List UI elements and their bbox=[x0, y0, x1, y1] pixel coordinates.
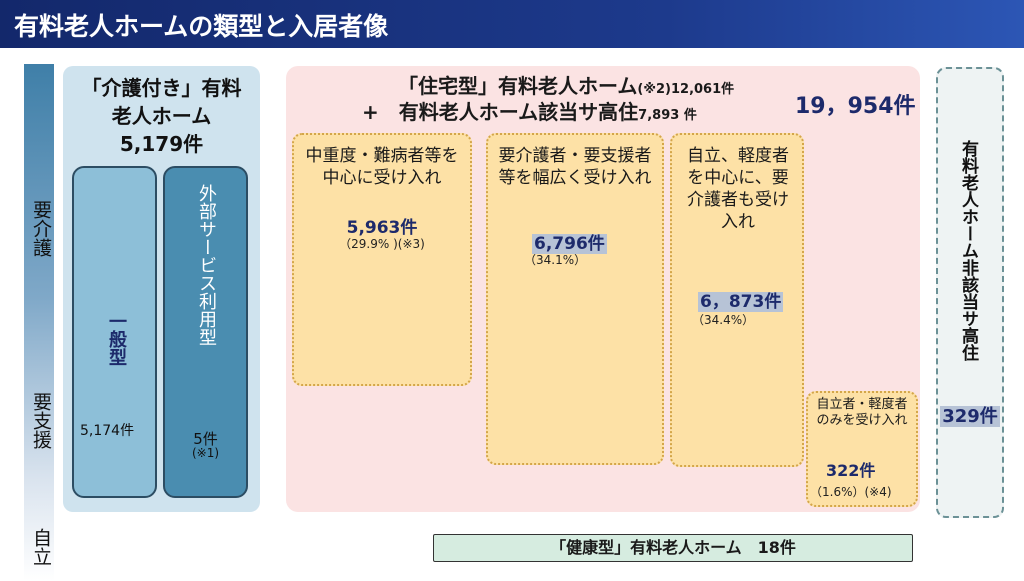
block-broad-care-count: 6,796件 bbox=[532, 229, 607, 254]
external-service-type-count: 5件 bbox=[193, 430, 218, 448]
sakoju-title-text: + 有料老人ホーム該当サ高住 bbox=[362, 100, 639, 124]
general-type-count: 5,174件 bbox=[80, 423, 135, 439]
block-mild-independent: 自立、軽度者を中心に、要介護者も受け入れ 6，873件 （34.4%） bbox=[670, 133, 804, 467]
general-type-label: 一般型 bbox=[106, 312, 127, 366]
care-level-axis bbox=[24, 64, 54, 581]
jutaku-title-text: 「住宅型」有料老人ホーム bbox=[398, 74, 638, 98]
block-mild-independent-count: 6，873件 bbox=[698, 287, 784, 312]
block-independent-only-pct: （1.6%）(※4) bbox=[810, 485, 892, 499]
non-applicable-count: 329件 bbox=[938, 402, 1002, 428]
block-severe-care: 中重度・難病者等を中心に受け入れ 5,963件 （29.9% )(※3) bbox=[292, 133, 472, 386]
non-applicable-count-text: 329件 bbox=[940, 406, 1000, 427]
header-bar bbox=[0, 0, 1024, 48]
block-mild-independent-count-text: 6，873件 bbox=[698, 292, 784, 312]
block-severe-care-text: 中重度・難病者等を中心に受け入れ bbox=[305, 146, 459, 188]
page-title: 有料老人ホームの類型と入居者像 bbox=[14, 12, 389, 41]
jutaku-title-line1: 「住宅型」有料老人ホーム(※2)12,061件 bbox=[398, 70, 734, 99]
kaigo-title-line1: 「介護付き」有料 bbox=[81, 76, 242, 100]
general-type-box bbox=[72, 166, 157, 498]
jutaku-total: 19，954件 bbox=[795, 94, 916, 119]
block-severe-care-count: 5,963件 bbox=[346, 218, 418, 238]
block-broad-care-pct: （34.1%） bbox=[524, 253, 587, 267]
kaigo-title-line2: 老人ホーム bbox=[111, 104, 212, 128]
block-severe-care-pct: （29.9% )(※3) bbox=[339, 237, 425, 251]
non-applicable-sakoju-panel bbox=[936, 67, 1004, 518]
external-service-type-note: (※1) bbox=[191, 446, 220, 460]
block-independent-only: 自立者・軽度者のみを受け入れ 322件 （1.6%）(※4) bbox=[806, 391, 918, 507]
block-mild-independent-text: 自立、軽度者を中心に、要介護者も受け入れ bbox=[687, 146, 789, 232]
non-applicable-label: 有料老人ホーム非該当サ高住 bbox=[958, 140, 978, 361]
external-service-type-label: 外部サービス利用型 bbox=[196, 184, 217, 346]
external-service-type-box bbox=[163, 166, 248, 498]
block-broad-care-count-text: 6,796件 bbox=[532, 234, 607, 254]
block-mild-independent-pct: （34.4%） bbox=[692, 313, 755, 327]
axis-label-independent: 自立 bbox=[30, 528, 52, 566]
jutaku-title-note: (※2)12,061件 bbox=[637, 82, 735, 97]
jutaku-title-line2: + 有料老人ホーム該当サ高住7,893 件 bbox=[362, 96, 697, 125]
block-independent-only-count: 322件 bbox=[826, 461, 876, 480]
block-broad-care: 要介護者・要支援者等を幅広く受け入れ 6,796件 （34.1%） bbox=[486, 133, 664, 465]
sakoju-count: 7,893 件 bbox=[638, 108, 697, 123]
block-broad-care-text: 要介護者・要支援者等を幅広く受け入れ bbox=[498, 146, 652, 188]
block-independent-only-text: 自立者・軽度者のみを受け入れ bbox=[816, 397, 908, 428]
kenko-type-box: 「健康型」有料老人ホーム 18件 bbox=[433, 534, 913, 562]
axis-label-care: 要介護 bbox=[30, 200, 52, 257]
kaigo-count: 5,179件 bbox=[119, 132, 204, 156]
axis-label-support: 要支援 bbox=[30, 392, 52, 449]
